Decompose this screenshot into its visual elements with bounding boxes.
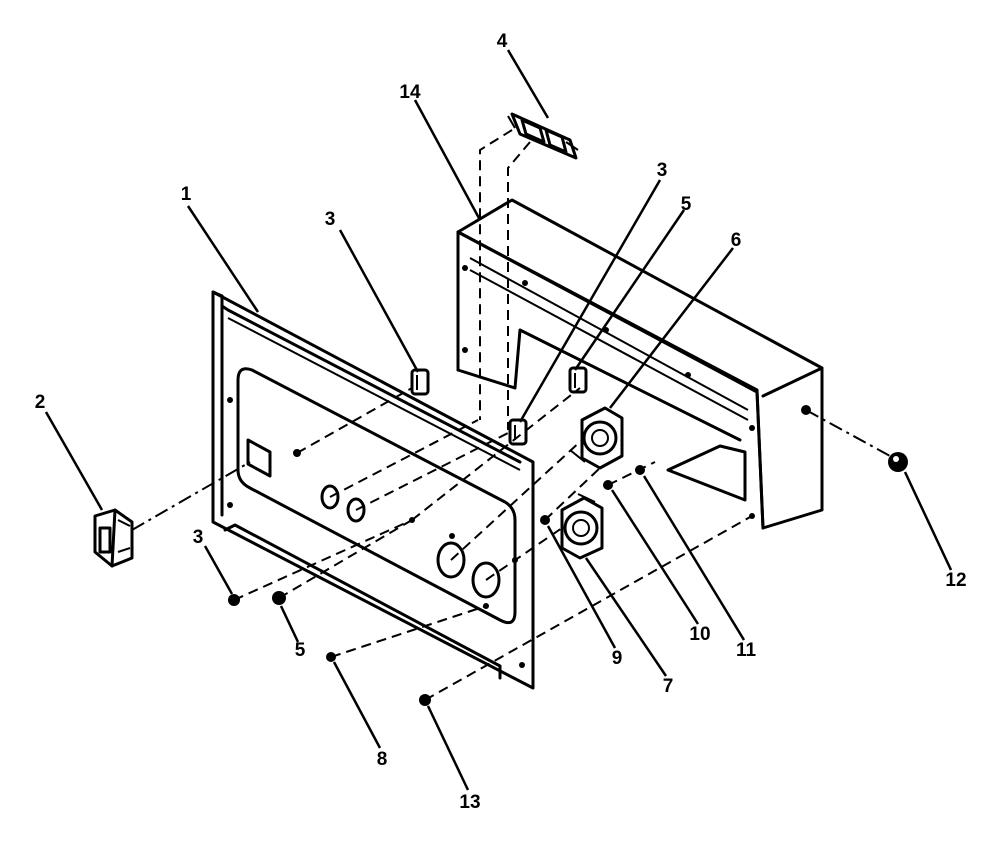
callout-4: 4 — [497, 31, 508, 52]
assembly-guide-lines — [131, 129, 891, 701]
fuse-holder-top — [410, 368, 430, 396]
callout-leaders — [44, 49, 953, 791]
twist-lock-receptacle-7 — [560, 493, 604, 560]
callout-1: 1 — [181, 184, 192, 205]
callout-8: 8 — [377, 749, 388, 770]
fuse-holder-mid — [568, 366, 588, 394]
front-panel — [211, 290, 535, 690]
callout-2: 2 — [35, 392, 46, 413]
callout-6: 6 — [731, 230, 742, 251]
callout-13: 13 — [459, 792, 480, 813]
twist-lock-receptacle-6 — [569, 406, 624, 470]
callout-3-left: 3 — [193, 527, 204, 548]
callout-3-right: 3 — [657, 160, 668, 181]
callout-3-top: 3 — [325, 209, 336, 230]
duplex-receptacle-part — [507, 112, 579, 160]
callout-9: 9 — [612, 648, 623, 669]
callout-10: 10 — [689, 624, 710, 645]
rear-enclosure-box — [456, 198, 824, 530]
knob-12 — [888, 452, 908, 472]
callout-11: 11 — [736, 640, 757, 661]
callout-7: 7 — [663, 676, 674, 697]
fuse-holder-low — [508, 418, 528, 446]
callout-12: 12 — [945, 570, 966, 591]
callout-labels: 1 2 3 4 14 3 5 6 3 5 8 13 9 7 10 11 12 — [35, 31, 967, 813]
rocker-switch-part — [93, 508, 134, 568]
callout-14: 14 — [399, 82, 421, 103]
callout-5-left: 5 — [295, 640, 306, 661]
callout-5-right: 5 — [681, 194, 692, 215]
